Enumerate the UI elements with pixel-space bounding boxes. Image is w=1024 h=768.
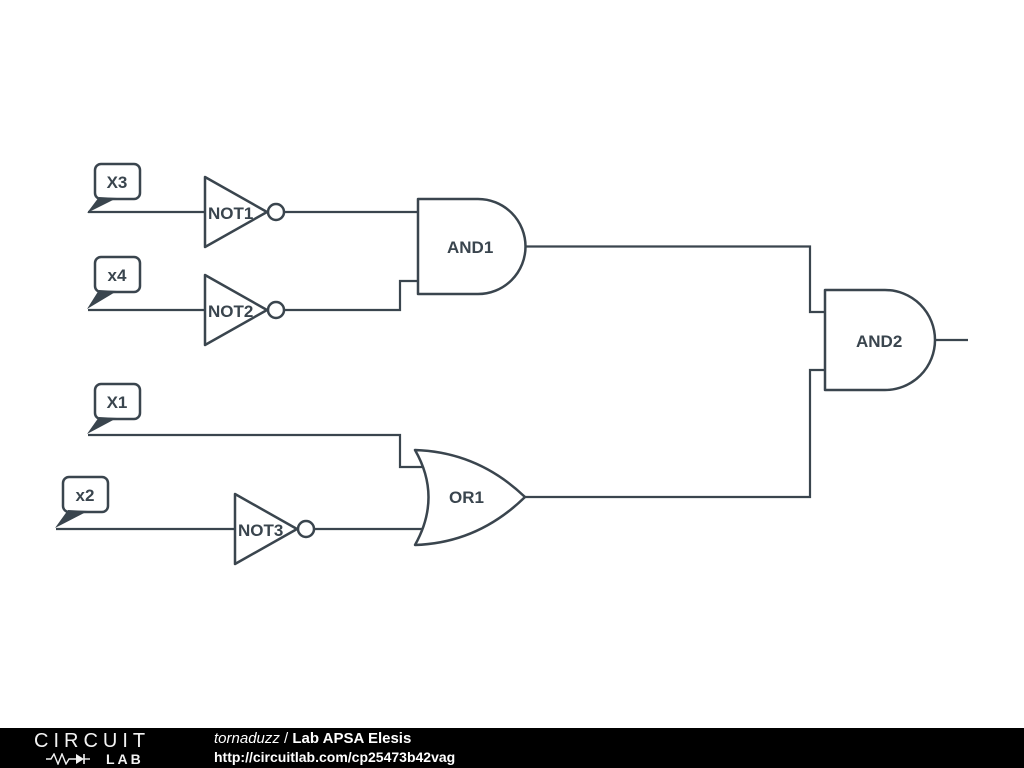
input-flag-x4[interactable]: x4 xyxy=(87,255,142,309)
wire-or1-to-and2[interactable] xyxy=(525,368,825,499)
wire-x1-to-or1[interactable] xyxy=(88,433,428,469)
schematic-canvas: X3 x4 X1 x2 NOT1 NOT2 NOT3 AND1 AND2 xyxy=(55,162,968,566)
input-flag-x2[interactable]: x2 xyxy=(55,475,110,528)
gate-not3[interactable]: NOT3 xyxy=(233,492,316,566)
flag-tail xyxy=(87,417,117,434)
or-body xyxy=(413,448,527,547)
flag-tail xyxy=(87,197,117,213)
gate-and1[interactable]: AND1 xyxy=(416,197,527,296)
resistor-diode-icon xyxy=(46,752,90,765)
footer-meta: tornaduzz / Lab APSA Elesis http://circu… xyxy=(214,730,455,766)
inverter-bubble xyxy=(266,300,286,320)
byline-separator: / xyxy=(279,729,293,747)
gate-label-or1: OR1 xyxy=(449,488,484,507)
inverter-triangle xyxy=(203,175,269,249)
flag-tail xyxy=(55,510,88,528)
wires xyxy=(56,210,968,531)
input-label-x2: x2 xyxy=(76,486,95,505)
gate-not1[interactable]: NOT1 xyxy=(203,175,286,249)
circuitlab-logo: CIRCUIT LAB xyxy=(34,731,184,766)
flag-box xyxy=(93,382,142,421)
and-body xyxy=(416,197,527,296)
logo-circuit-text: CIRCUIT xyxy=(34,729,151,752)
footer-bar: CIRCUIT LAB tornaduzz / Lab APSA Elesis … xyxy=(0,728,1024,768)
wire-not2-to-and1[interactable] xyxy=(284,279,418,312)
wire-and1-to-and2[interactable] xyxy=(525,245,825,314)
author-name: tornaduzz xyxy=(214,729,280,747)
inverter-triangle xyxy=(203,273,269,347)
input-label-x4: x4 xyxy=(108,266,127,285)
inverter-bubble xyxy=(296,519,316,539)
inverter-bubble xyxy=(266,202,286,222)
flag-box xyxy=(93,255,142,294)
gate-label-not2: NOT2 xyxy=(208,302,253,321)
circuit-byline: tornaduzz / Lab APSA Elesis xyxy=(214,730,455,749)
gate-and2[interactable]: AND2 xyxy=(823,288,937,392)
circuit-title: Lab APSA Elesis xyxy=(292,729,412,747)
logo-lab-text: LAB xyxy=(106,750,144,767)
input-flag-x1[interactable]: X1 xyxy=(87,382,142,434)
gate-label-and2: AND2 xyxy=(856,332,902,351)
inverter-triangle xyxy=(233,492,299,566)
gate-label-not3: NOT3 xyxy=(238,521,283,540)
circuit-url: http://circuitlab.com/cp25473b42vag xyxy=(214,748,456,765)
gate-label-not1: NOT1 xyxy=(208,204,253,223)
gate-or1[interactable]: OR1 xyxy=(413,448,527,547)
and-body xyxy=(823,288,937,392)
gate-not2[interactable]: NOT2 xyxy=(203,273,286,347)
input-label-x3: X3 xyxy=(107,173,128,192)
input-label-x1: X1 xyxy=(107,393,128,412)
flag-tail xyxy=(87,290,117,309)
gate-label-and1: AND1 xyxy=(447,238,493,257)
input-flag-x3[interactable]: X3 xyxy=(87,162,142,213)
flag-box xyxy=(93,162,142,201)
